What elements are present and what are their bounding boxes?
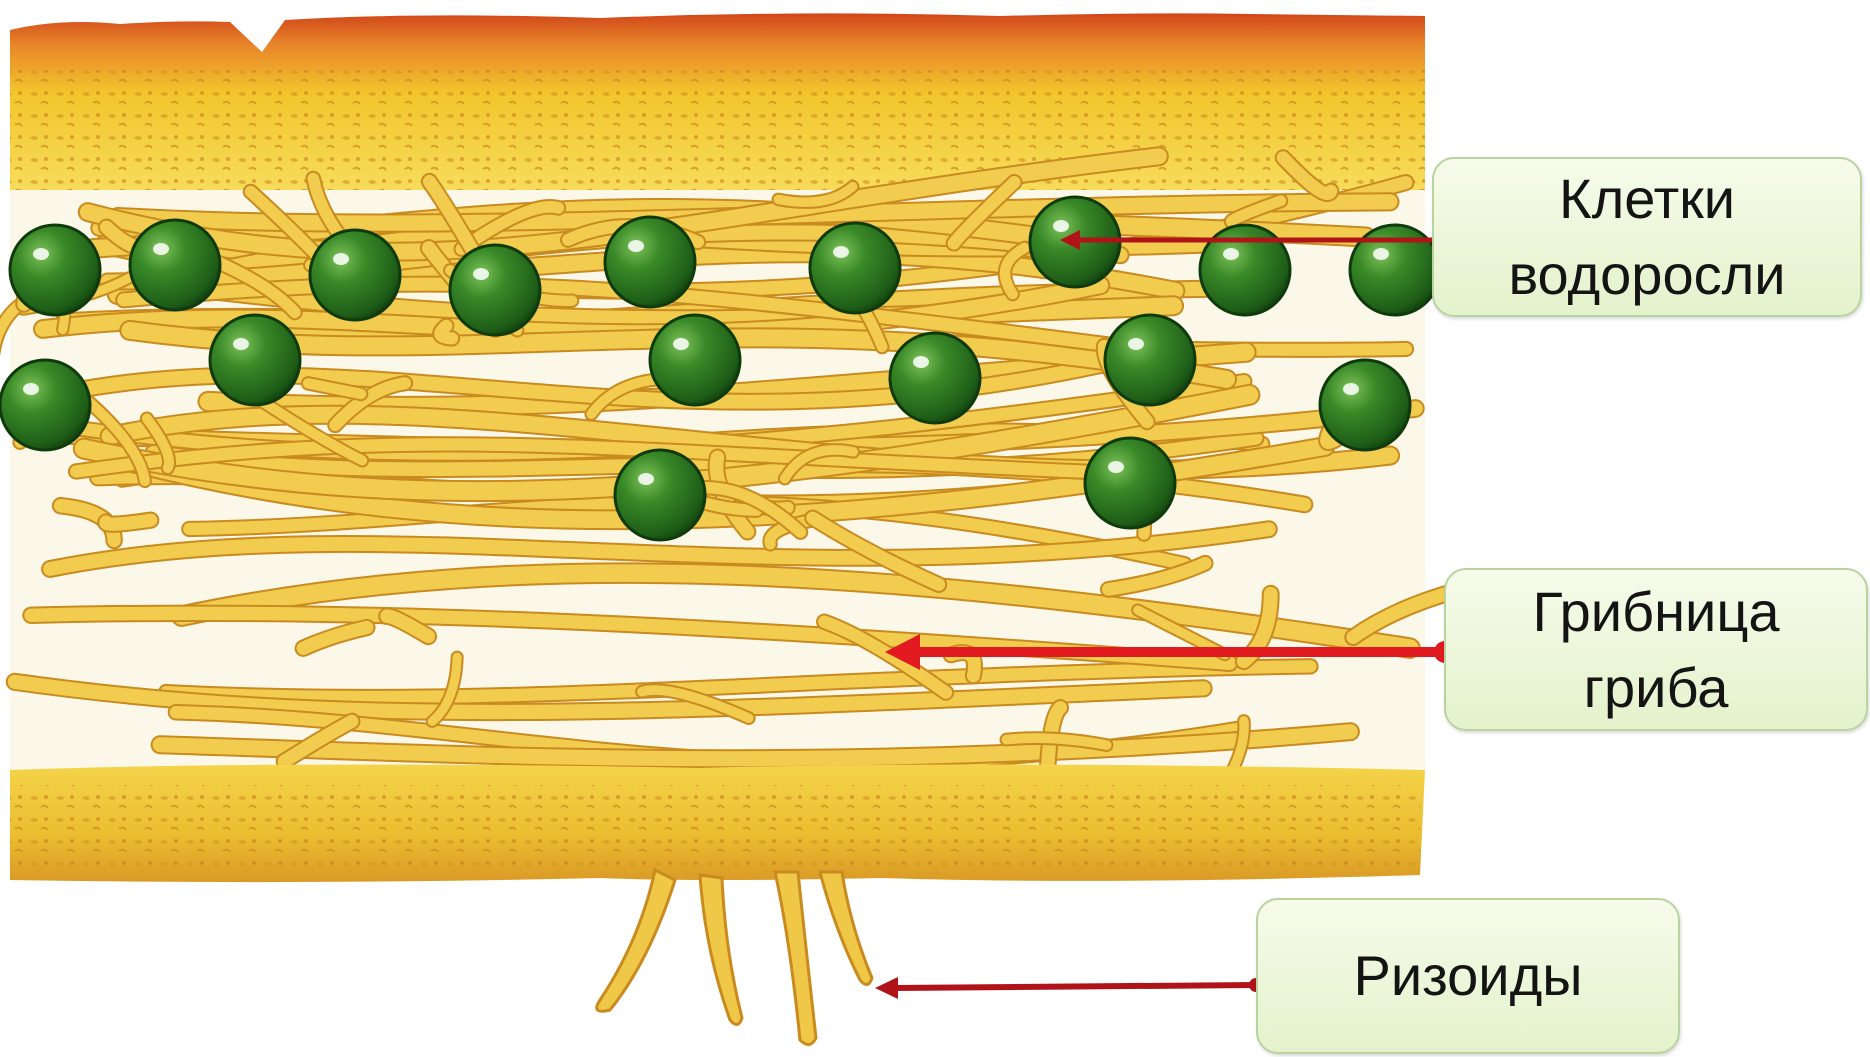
algae-cell: [810, 223, 900, 313]
red-arrowhead-icon: [875, 977, 898, 999]
label-algae-line1: Клетки: [1508, 161, 1785, 237]
algae-cell: [10, 225, 100, 315]
lower-cortex: [10, 764, 1425, 882]
hypha-fill: [106, 520, 151, 524]
label-fungus-mycelium: Грибница гриба: [1444, 568, 1868, 731]
algae-cell: [615, 450, 705, 540]
label-fungus-line2: гриба: [1532, 650, 1779, 726]
label-algae-cells: Клетки водоросли: [1432, 157, 1862, 317]
algae-cell: [130, 220, 220, 310]
algae-cell: [605, 217, 695, 307]
label-algae-line2: водоросли: [1508, 237, 1785, 313]
algae-cell: [450, 245, 540, 335]
upper-cortex: [10, 13, 1425, 190]
label-rhizoids: Ризоиды: [1256, 898, 1680, 1054]
algae-cell: [650, 315, 740, 405]
algae-cell: [1105, 315, 1195, 405]
algae-cell: [310, 230, 400, 320]
label-rhizoids-line1: Ризоиды: [1353, 938, 1582, 1014]
algae-cell: [0, 360, 90, 450]
algae-cell: [1085, 438, 1175, 528]
label-fungus-line1: Грибница: [1532, 574, 1779, 650]
hypha-fill: [440, 326, 452, 338]
rhizoid-arrow: [895, 985, 1256, 988]
algae-cell: [890, 333, 980, 423]
rhizoids: [597, 870, 872, 1045]
algae-cell: [210, 315, 300, 405]
algae-cell: [1320, 360, 1410, 450]
